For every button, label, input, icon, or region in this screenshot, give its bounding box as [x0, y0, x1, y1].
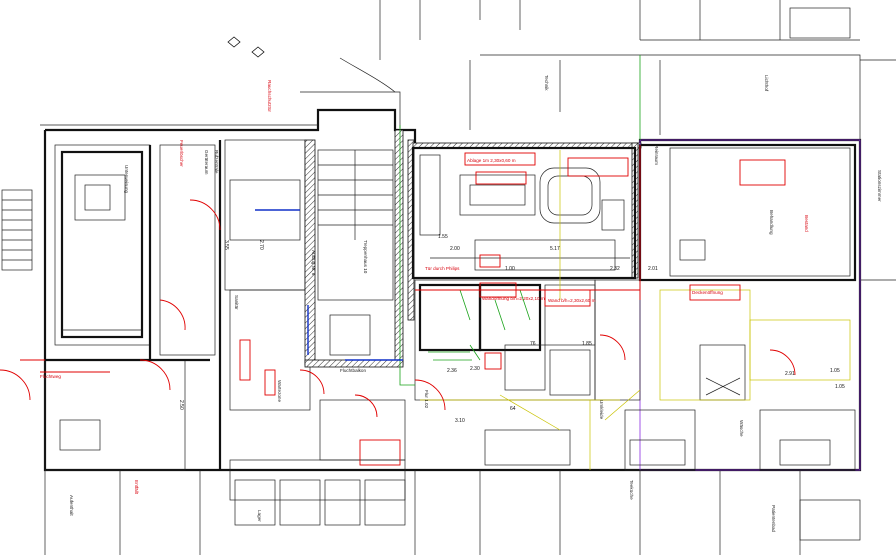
annotation-note: Rauchschutztür [267, 80, 272, 112]
equipment-green [399, 55, 641, 386]
room-label: Technik [544, 75, 549, 91]
annotation-note: Entfällt [134, 480, 139, 495]
room-label: Geräteraum [204, 150, 209, 175]
pipe-runs [255, 209, 403, 361]
room-label: Stationszimmer [877, 170, 882, 202]
annotation-note: Deckenöffnung [692, 290, 723, 295]
room-label: Aufzug Nr. 6 [311, 250, 316, 276]
red-markup [0, 145, 796, 418]
dimension-label: 3.10 [455, 418, 465, 424]
room-label: Reinraum [654, 145, 659, 165]
room-labels: Unterweisung Geräteraum Treppenhaus 10 A… [69, 75, 882, 533]
dimension-label: 76 [530, 341, 536, 347]
dimension-label: 1.85 [582, 341, 592, 347]
dimension-label: 1.05 [835, 384, 845, 390]
annotation-note: Ablage 1m 2,30x0,60 m [467, 158, 516, 163]
room-label: Aufenthalt [69, 495, 74, 516]
room-label: Flur 1.02 [424, 390, 429, 409]
annotation-note: Wandöffnung b/h=2,20x2,10 m [482, 296, 545, 301]
room-label: Lager [257, 510, 262, 522]
room-label: Wäsche [739, 420, 744, 437]
dimension-label: 5.17 [550, 246, 560, 252]
furniture-lines [420, 150, 641, 470]
left-rooms [44, 139, 311, 471]
room-label: Unterweisung [124, 165, 129, 194]
room-label: Patientenbad [771, 505, 776, 533]
room-label: Teeküche [629, 480, 634, 500]
room-label: Lichthof [764, 75, 769, 92]
dimension-label: 2.32 [610, 266, 620, 272]
stair-core [304, 129, 642, 368]
dimension-label: 2.30 [470, 366, 480, 372]
dimension-label: 2.50 [178, 400, 184, 410]
dimension-label: 2.00 [450, 246, 460, 252]
room-label: Wartezone [277, 380, 282, 402]
middle-lower-rooms [229, 279, 641, 526]
dimensions: 1.55 2.00 5.17 1.00 2.01 2.30 2.91 1.05 … [178, 234, 845, 424]
annotation-note: Fluchtweg [40, 374, 61, 379]
dimension-label: 2.01 [648, 266, 658, 272]
annotation-note: Tür durch Philips [425, 266, 460, 271]
central-room [411, 146, 637, 280]
dimension-label: 1.05 [830, 368, 840, 374]
dimension-label: 2.36 [447, 368, 457, 374]
dimension-label: 2.70 [258, 240, 264, 250]
dimension-label: 1.55 [438, 234, 448, 240]
dimension-label: 64 [510, 406, 516, 412]
annotation-note: Wand b/h=2,30x2,60 m [548, 298, 596, 303]
dimension-label: 3.55 [223, 240, 229, 250]
room-label: Treppenhaus 10 [363, 240, 368, 274]
room-label: Behandlung [769, 210, 774, 235]
dimension-label: 2.91 [785, 371, 795, 377]
room-label: Fluchtbalkon [340, 368, 366, 373]
room-label: Rufzentrale [214, 150, 219, 174]
room-label: Umkleide [599, 400, 604, 420]
annotation-note: Bestand [804, 215, 809, 232]
red-notes: Ablage 1m 2,30x0,60 m Tür durch Philips … [40, 80, 809, 495]
room-label: Sanitär [234, 295, 239, 310]
annotation-note: Feuerlöscher [179, 140, 184, 167]
dimension-label: 1.00 [505, 266, 515, 272]
north-markers [227, 36, 265, 58]
exterior-stair [1, 189, 33, 271]
